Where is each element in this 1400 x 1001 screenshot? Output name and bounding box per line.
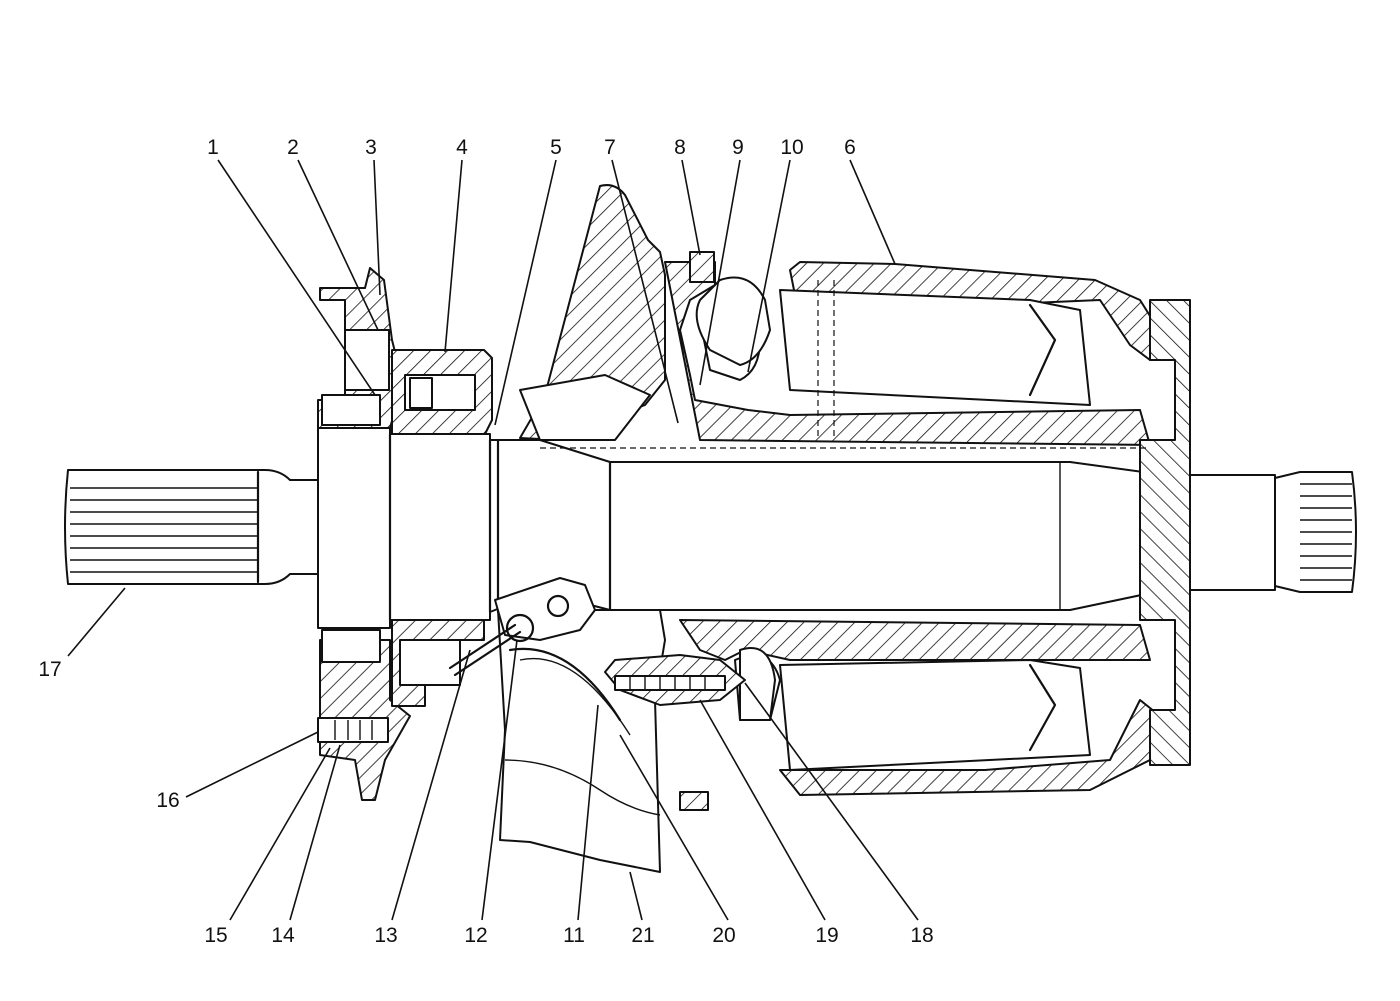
callout-21: 21 [631, 924, 654, 947]
drive-shaft-spline-left [64, 469, 319, 585]
callout-18: 18 [910, 924, 933, 947]
callout-13: 13 [374, 924, 397, 947]
callout-7: 7 [604, 136, 616, 159]
control-linkage [448, 577, 596, 677]
callout-9: 9 [732, 136, 744, 159]
bearing-housing [391, 349, 493, 707]
callout-12: 12 [464, 924, 487, 947]
callout-3: 3 [365, 136, 377, 159]
swash-cradle [497, 609, 666, 873]
callout-8: 8 [674, 136, 686, 159]
main-shaft [317, 427, 1276, 629]
callout-1: 1 [207, 136, 219, 159]
callout-labels: 1 2 3 4 5 7 8 9 10 6 17 16 15 14 13 12 1… [38, 136, 933, 947]
leader-lines [67, 159, 919, 921]
drive-shaft-spline-right [1274, 471, 1357, 593]
flange-bolt [317, 717, 389, 743]
callout-15: 15 [204, 924, 227, 947]
callout-17: 17 [38, 658, 61, 681]
swash-plate [519, 184, 666, 441]
callout-20: 20 [712, 924, 735, 947]
callout-11: 11 [563, 924, 585, 947]
callout-2: 2 [287, 136, 299, 159]
rear-housing [779, 261, 1191, 796]
pistons [540, 280, 1150, 771]
callout-10: 10 [780, 136, 803, 159]
callout-5: 5 [550, 136, 562, 159]
callout-14: 14 [271, 924, 295, 947]
callout-19: 19 [815, 924, 838, 947]
callout-6: 6 [844, 136, 856, 159]
callout-4: 4 [456, 136, 468, 159]
callout-16: 16 [156, 789, 179, 812]
retaining-bolt [604, 654, 746, 706]
